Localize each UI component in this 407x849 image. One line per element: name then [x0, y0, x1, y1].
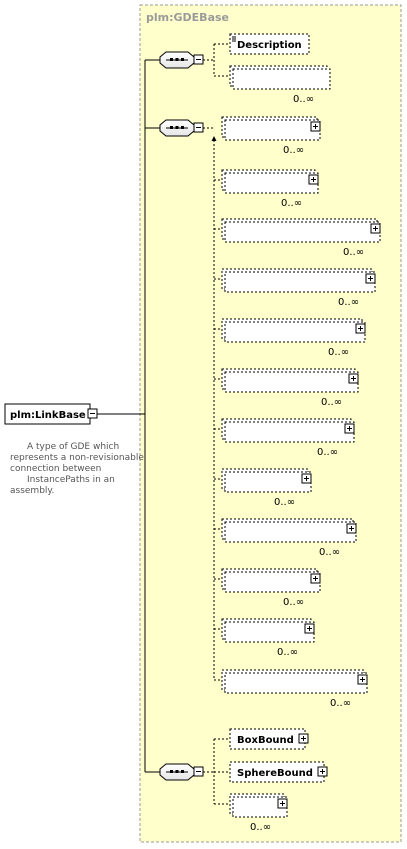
element-name: SphereBound — [237, 768, 313, 779]
svg-text:connection between: connection between — [10, 464, 101, 474]
occurrence-label: 0..∞ — [277, 647, 298, 658]
svg-text:A type of GDE which: A type of GDE which — [27, 442, 119, 452]
expand-icon[interactable] — [370, 223, 381, 234]
occurrence-label: 0..∞ — [274, 497, 295, 508]
sequence-compositor-1[interactable] — [159, 51, 195, 69]
child-elements: DescriptionApplicationRef 0..∞ plm:Attribu… — [221, 33, 381, 833]
element-entity-user-data[interactable]: plm:EntityUserData — [221, 418, 355, 443]
root-element-name: plm:LinkBase — [10, 410, 86, 421]
element-attribute[interactable]: plm:Attribute — [221, 116, 321, 141]
expand-icon[interactable] — [310, 121, 321, 132]
expand-icon[interactable] — [310, 573, 321, 584]
occurrence-label: 0..∞ — [281, 198, 302, 209]
element-name: Description — [237, 40, 302, 51]
root-documentation: A type of GDE which represents a non-rev… — [10, 442, 144, 496]
root-collapse-icon[interactable] — [87, 408, 98, 419]
occurrence-label: 0..∞ — [293, 94, 314, 105]
element-description[interactable]: Description — [229, 33, 310, 55]
element-annotation3dgroup[interactable]: plm:Annotation3DGroup — [221, 218, 381, 243]
expand-icon[interactable] — [355, 323, 366, 334]
element-associated-data-set[interactable]: plm:AssociatedDataSet — [221, 268, 376, 293]
occurrence-label: 0..∞ — [283, 145, 304, 156]
svg-text:InstancePaths in an: InstancePaths in an — [27, 475, 115, 485]
element-classification[interactable]: Classification — [221, 169, 319, 194]
svg-text:assembly.: assembly. — [10, 486, 54, 496]
attribute-arrow-icon — [211, 136, 217, 141]
sequence-1-collapse-icon[interactable] — [193, 54, 204, 65]
element-associated-folder[interactable]: plm:AssociatedFolder — [221, 318, 366, 343]
occurrence-label: 0..∞ — [328, 347, 349, 358]
expand-icon[interactable] — [301, 473, 312, 484]
element-mass-properties[interactable]: plm:MassProperties — [221, 518, 357, 543]
expand-icon[interactable] — [298, 733, 309, 744]
occurrence-label: 0..∞ — [343, 247, 364, 258]
root-connectors — [97, 59, 160, 773]
sequence-compositor-2[interactable] — [159, 119, 195, 137]
expand-icon[interactable] — [357, 674, 368, 685]
expand-icon[interactable] — [277, 798, 288, 809]
element-name: BoxBound — [237, 735, 294, 746]
element-validation-results[interactable]: plm:ValidationResults — [221, 669, 368, 694]
expand-icon[interactable] — [348, 373, 359, 384]
svg-text:represents a non-revisionable: represents a non-revisionable — [10, 453, 144, 463]
occurrence-label: 0..∞ — [338, 297, 359, 308]
element-user-list[interactable]: plm:UserList — [221, 618, 315, 643]
element-associated-form[interactable]: plm:AssociatedForm — [221, 368, 359, 393]
element-sphere-bound[interactable]: SphereBound — [229, 761, 328, 783]
expand-icon[interactable] — [365, 273, 376, 284]
occurrence-label: 0..∞ — [250, 822, 271, 833]
expand-icon[interactable] — [304, 623, 315, 634]
occurrence-label: 0..∞ — [317, 447, 338, 458]
sequence-2-collapse-icon[interactable] — [193, 122, 204, 133]
expand-icon[interactable] — [308, 174, 319, 185]
element-application-ref[interactable]: ApplicationRef — [229, 65, 331, 90]
group-title: plm:GDEBase — [146, 11, 229, 24]
element-box-bound[interactable]: BoxBound — [229, 728, 309, 750]
occurrence-label: 0..∞ — [283, 597, 304, 608]
sequence-3-collapse-icon[interactable] — [193, 766, 204, 777]
sequence-compositor-3[interactable] — [159, 763, 195, 781]
element-markup[interactable]: plm:Markup — [221, 468, 312, 493]
element-bound[interactable]: Bound — [229, 793, 288, 818]
documentation-icon — [232, 36, 236, 42]
occurrence-label: 0..∞ — [321, 397, 342, 408]
expand-icon[interactable] — [317, 766, 328, 777]
occurrence-label: 0..∞ — [319, 547, 340, 558]
expand-icon[interactable] — [344, 423, 355, 434]
branch-connectors — [203, 43, 230, 805]
element-user-data[interactable]: plm:UserData — [221, 568, 321, 593]
expand-icon[interactable] — [346, 523, 357, 534]
occurrence-label: 0..∞ — [330, 698, 351, 709]
